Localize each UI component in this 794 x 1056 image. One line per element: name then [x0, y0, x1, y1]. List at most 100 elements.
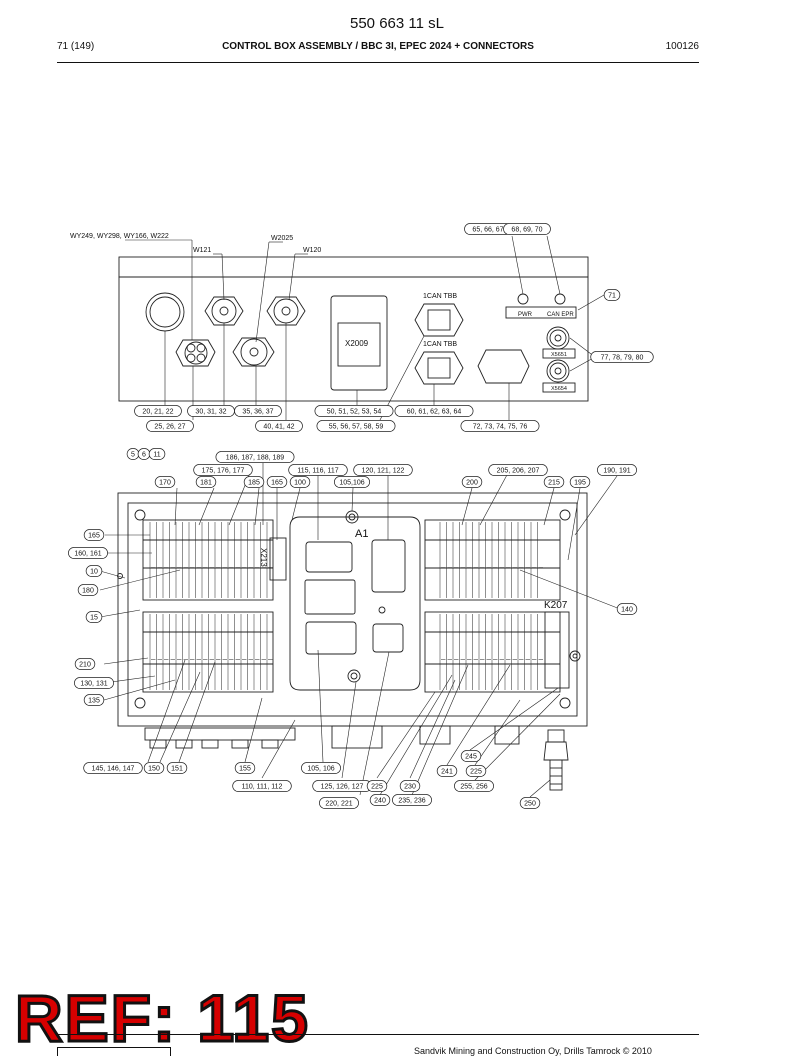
callout-label: 220, 221 — [325, 801, 352, 808]
callout-label: 180 — [82, 588, 94, 595]
callout-label: 155 — [239, 766, 251, 773]
callout-bubble — [488, 464, 548, 476]
footer-rule — [57, 1034, 699, 1035]
callout-label: 71 — [608, 293, 616, 300]
callout-label: 150 — [148, 766, 160, 773]
callout-bubble — [154, 476, 176, 488]
callout-label: 241 — [441, 769, 453, 776]
callout-label: 160, 161 — [74, 551, 101, 558]
leader-lines-inner — [99, 463, 621, 798]
callout-label: 110, 111, 112 — [242, 784, 283, 791]
callout-label: 130, 131 — [80, 681, 107, 688]
label-can-tbb-2: 1CAN TBB — [423, 341, 457, 348]
cable-gland-large — [145, 292, 185, 332]
pwr-led — [517, 293, 529, 305]
callout-label: 115, 116, 117 — [297, 468, 338, 475]
callout-bubble — [83, 694, 105, 706]
terminal-block-lower-left — [142, 611, 274, 693]
callout-bubble — [68, 547, 108, 559]
cable-gland-w2025 — [232, 337, 275, 367]
a1-connector-3 — [305, 621, 357, 655]
label-x2009: X2009 — [345, 339, 369, 348]
callout-label: 210 — [79, 662, 91, 669]
callout-bubble — [461, 476, 483, 488]
callout-bubble — [460, 420, 540, 432]
callout-label: 225 — [371, 784, 383, 791]
label-x5651: X5651 — [551, 352, 567, 358]
round-connector-x5651 — [542, 326, 576, 359]
label-can-epr: CAN EPR — [547, 312, 574, 318]
callout-label: 185 — [248, 480, 260, 487]
callout-label: 186, 187, 188, 189 — [226, 455, 284, 462]
callout-bubble — [436, 765, 458, 777]
callout-bubble — [603, 289, 621, 301]
cable-gland-w121 — [204, 296, 244, 326]
callout-bubble — [146, 420, 194, 432]
callout-bubble — [74, 677, 114, 689]
label-k207: K207 — [544, 600, 568, 611]
callout-bubble — [255, 420, 303, 432]
callout-label: 145, 146, 147 — [92, 766, 135, 773]
callout-label: 250 — [524, 801, 536, 808]
label-plate — [505, 306, 577, 319]
callout-label: 40, 41, 42 — [263, 424, 294, 431]
cable-gland-w120 — [266, 296, 306, 326]
relay-k207 — [544, 611, 570, 689]
callout-bubble — [77, 584, 99, 596]
terminal-strips-lower-left — [149, 614, 273, 690]
terminal-strips-upper-left — [149, 522, 273, 598]
callout-label: 25, 26, 27 — [154, 424, 185, 431]
relay-x213 — [269, 537, 287, 581]
callout-bubble — [465, 765, 487, 777]
epec-a1-controller — [289, 516, 421, 691]
callout-bubble — [590, 351, 654, 363]
callout-bubble — [195, 476, 217, 488]
terminal-block-upper-right — [424, 519, 561, 601]
footer-copyright: Sandvik Mining and Construction Oy, Dril… — [414, 1046, 652, 1056]
callout-bubble — [193, 464, 253, 476]
enclosure-outer — [117, 492, 588, 727]
a1-connector-2 — [371, 539, 406, 593]
callout-bubble — [83, 762, 143, 774]
callout-label: 215 — [548, 480, 560, 487]
callout-bubble — [85, 611, 103, 623]
callout-bubble — [266, 476, 288, 488]
callout-bubble — [85, 565, 103, 577]
callout-bubble — [316, 420, 396, 432]
callout-label: 15 — [90, 615, 98, 622]
terminal-strips-upper-right — [439, 522, 543, 598]
callout-label: 105,106 — [339, 480, 364, 487]
callout-label: 205, 206, 207 — [497, 468, 540, 475]
callout-label: 30, 31, 32 — [195, 409, 226, 416]
callout-bubble — [392, 794, 432, 806]
label-can-tbb-1: 1CAN TBB — [423, 293, 457, 300]
callout-label: 200 — [466, 480, 478, 487]
callout-label: 10 — [90, 569, 98, 576]
callout-label: 140 — [621, 607, 633, 614]
callout-label: 60, 61, 62, 63, 64 — [407, 409, 462, 416]
callout-bubble — [215, 451, 295, 463]
callout-bubble — [519, 797, 541, 809]
callout-label: 65, 66, 67 — [472, 227, 503, 234]
callout-bubble — [569, 476, 591, 488]
callout-bubble — [166, 762, 188, 774]
callout-bubble — [134, 405, 182, 417]
callout-label: 6 — [142, 452, 146, 459]
callout-label: 190, 191 — [603, 468, 630, 475]
callout-bubble — [232, 780, 292, 792]
callout-bubble — [399, 780, 421, 792]
terminal-strips-lower-right — [439, 614, 543, 690]
top-view-body — [118, 276, 589, 402]
callout-label: 77, 78, 79, 80 — [601, 355, 644, 362]
callout-bubble — [503, 223, 551, 235]
document-title: CONTROL BOX ASSEMBLY / BBC 3I, EPEC 2024… — [222, 41, 534, 52]
callout-bubble — [616, 603, 638, 615]
x2009-connector — [337, 322, 381, 367]
callout-bubble — [148, 448, 166, 460]
label-a1: A1 — [355, 528, 368, 540]
terminal-block-upper-left — [142, 519, 274, 601]
callout-bubble — [288, 464, 348, 476]
callout-bubble — [234, 405, 282, 417]
